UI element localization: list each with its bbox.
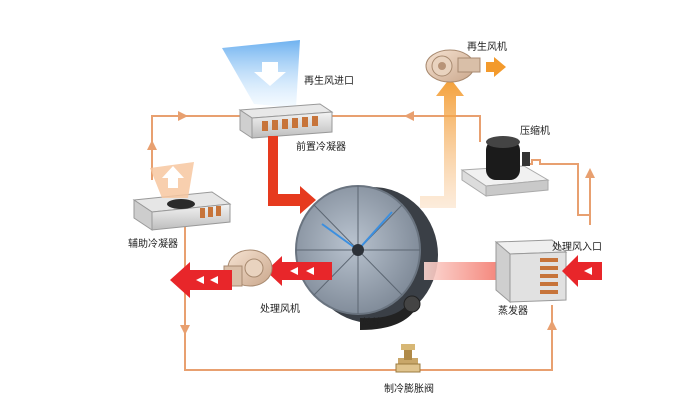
label-pre-condenser: 前置冷凝器 xyxy=(296,140,346,153)
expansion-valve xyxy=(395,344,421,373)
air-flow-chevrons xyxy=(196,267,592,284)
refrigerant-arrows xyxy=(147,111,595,335)
arrow-top-mid-left xyxy=(404,111,414,121)
refrigerant-line-top-right xyxy=(330,115,481,142)
regen-air-inlet xyxy=(222,40,300,108)
evaporator xyxy=(494,239,568,304)
regen-air-out-arrow xyxy=(420,78,464,208)
arrow-left-up xyxy=(147,140,157,150)
pre-condenser xyxy=(238,103,334,139)
regen-fan xyxy=(425,49,506,83)
aux-condenser xyxy=(132,162,232,231)
label-compressor: 压缩机 xyxy=(520,124,550,137)
label-regen-fan: 再生风机 xyxy=(467,40,507,53)
process-air-arrow-mid xyxy=(266,256,332,286)
inlet-down-arrow xyxy=(254,62,286,86)
desiccant-rotor xyxy=(295,185,438,330)
arrow-left-down xyxy=(180,325,190,335)
refrigerant-line-top xyxy=(151,115,244,180)
label-aux-condenser: 辅助冷凝器 xyxy=(128,237,178,250)
label-process-fan: 处理风机 xyxy=(260,302,300,315)
aux-up-arrow xyxy=(162,166,184,188)
label-regen-inlet: 再生风进口 xyxy=(304,74,354,87)
label-rotor: 转轮 xyxy=(362,316,382,329)
refrigerant-line-compressor-right xyxy=(522,159,591,216)
label-process-inlet: 处理风入口 xyxy=(552,241,602,253)
arrow-right-up xyxy=(585,168,595,178)
compressor xyxy=(460,136,550,197)
label-evaporator: 蒸发器 xyxy=(498,304,528,317)
arrow-bottom-up xyxy=(547,320,557,330)
arrow-top-right xyxy=(178,111,188,121)
label-expansion-valve: 制冷膨胀阀 xyxy=(384,382,434,395)
process-air-band xyxy=(424,262,510,280)
refrigerant-line-bottom-right xyxy=(418,305,553,371)
regen-air-hot-arrow xyxy=(268,136,316,214)
process-inlet-arrow xyxy=(562,255,602,287)
pre-condenser-fins xyxy=(262,116,318,131)
